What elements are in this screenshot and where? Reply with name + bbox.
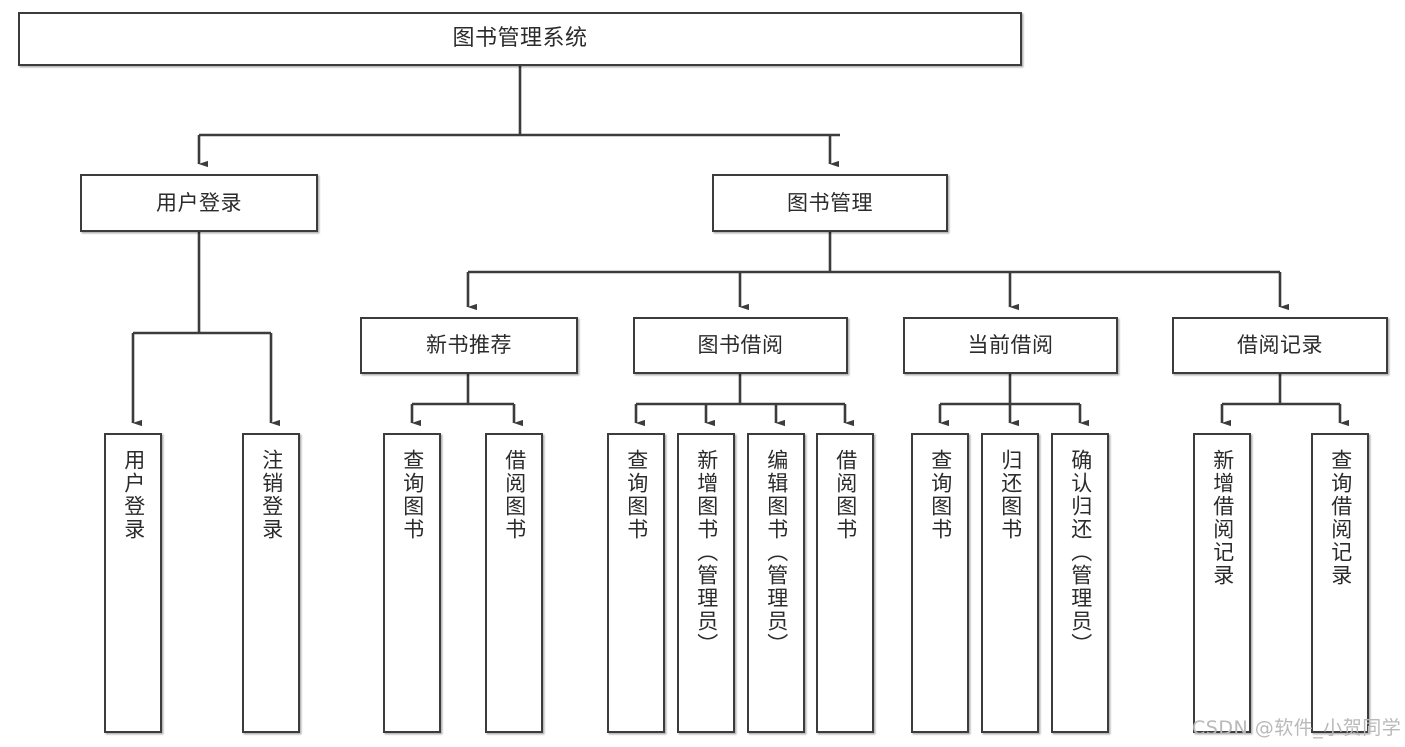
node-label: 借阅图书 (833, 449, 858, 541)
node-label: 查询借阅记录 (1328, 449, 1353, 587)
node-leaf-query-book-borrow[interactable]: 查询图书 (607, 433, 665, 733)
node-user-login[interactable]: 用户登录 (80, 174, 318, 232)
node-leaf-edit-book-admin[interactable]: 编辑图书（管理员） (747, 433, 805, 733)
node-leaf-query-book-recommend[interactable]: 查询图书 (383, 433, 441, 733)
node-label: 新增借阅记录 (1210, 449, 1235, 587)
node-leaf-borrow-book-recommend[interactable]: 借阅图书 (485, 433, 543, 733)
node-label: 图书借阅 (697, 333, 784, 358)
csdn-watermark: CSDN @软件_小贺同学 (1192, 717, 1402, 739)
node-label: 确认归还（管理员） (1068, 449, 1093, 656)
node-leaf-return-book[interactable]: 归还图书 (981, 433, 1039, 733)
node-borrow-record[interactable]: 借阅记录 (1172, 317, 1388, 374)
node-leaf-add-book-admin[interactable]: 新增图书（管理员） (677, 433, 735, 733)
node-label: 用户登录 (121, 449, 146, 541)
node-label: 查询图书 (928, 449, 953, 541)
node-book-borrow[interactable]: 图书借阅 (633, 317, 848, 374)
node-leaf-logout-login[interactable]: 注销登录 (242, 433, 300, 733)
node-label: 查询图书 (624, 449, 649, 541)
node-label: 借阅记录 (1237, 333, 1323, 358)
node-leaf-query-book-current[interactable]: 查询图书 (911, 433, 969, 733)
node-book-manage[interactable]: 图书管理 (712, 174, 948, 232)
node-label: 编辑图书（管理员） (764, 449, 789, 656)
node-leaf-confirm-return-admin[interactable]: 确认归还（管理员） (1051, 433, 1109, 733)
node-leaf-add-borrow-record[interactable]: 新增借阅记录 (1193, 433, 1251, 733)
node-label: 新书推荐 (426, 333, 512, 358)
node-label: 新增图书（管理员） (694, 449, 719, 656)
node-new-book-recommend[interactable]: 新书推荐 (360, 317, 578, 374)
node-label: 当前借阅 (967, 333, 1054, 358)
node-label: 查询图书 (400, 449, 425, 541)
node-label: 归还图书 (998, 449, 1023, 541)
node-leaf-user-login[interactable]: 用户登录 (104, 433, 162, 733)
node-label: 借阅图书 (502, 449, 527, 541)
node-label: 用户登录 (156, 190, 242, 215)
node-leaf-borrow-book[interactable]: 借阅图书 (816, 433, 874, 733)
node-label: 图书管理系统 (452, 26, 588, 52)
node-label: 图书管理 (787, 190, 873, 215)
node-root-book-management-system[interactable]: 图书管理系统 (18, 12, 1022, 66)
node-current-borrow[interactable]: 当前借阅 (903, 317, 1118, 374)
node-leaf-query-borrow-record[interactable]: 查询借阅记录 (1311, 433, 1369, 733)
node-label: 注销登录 (259, 449, 284, 541)
